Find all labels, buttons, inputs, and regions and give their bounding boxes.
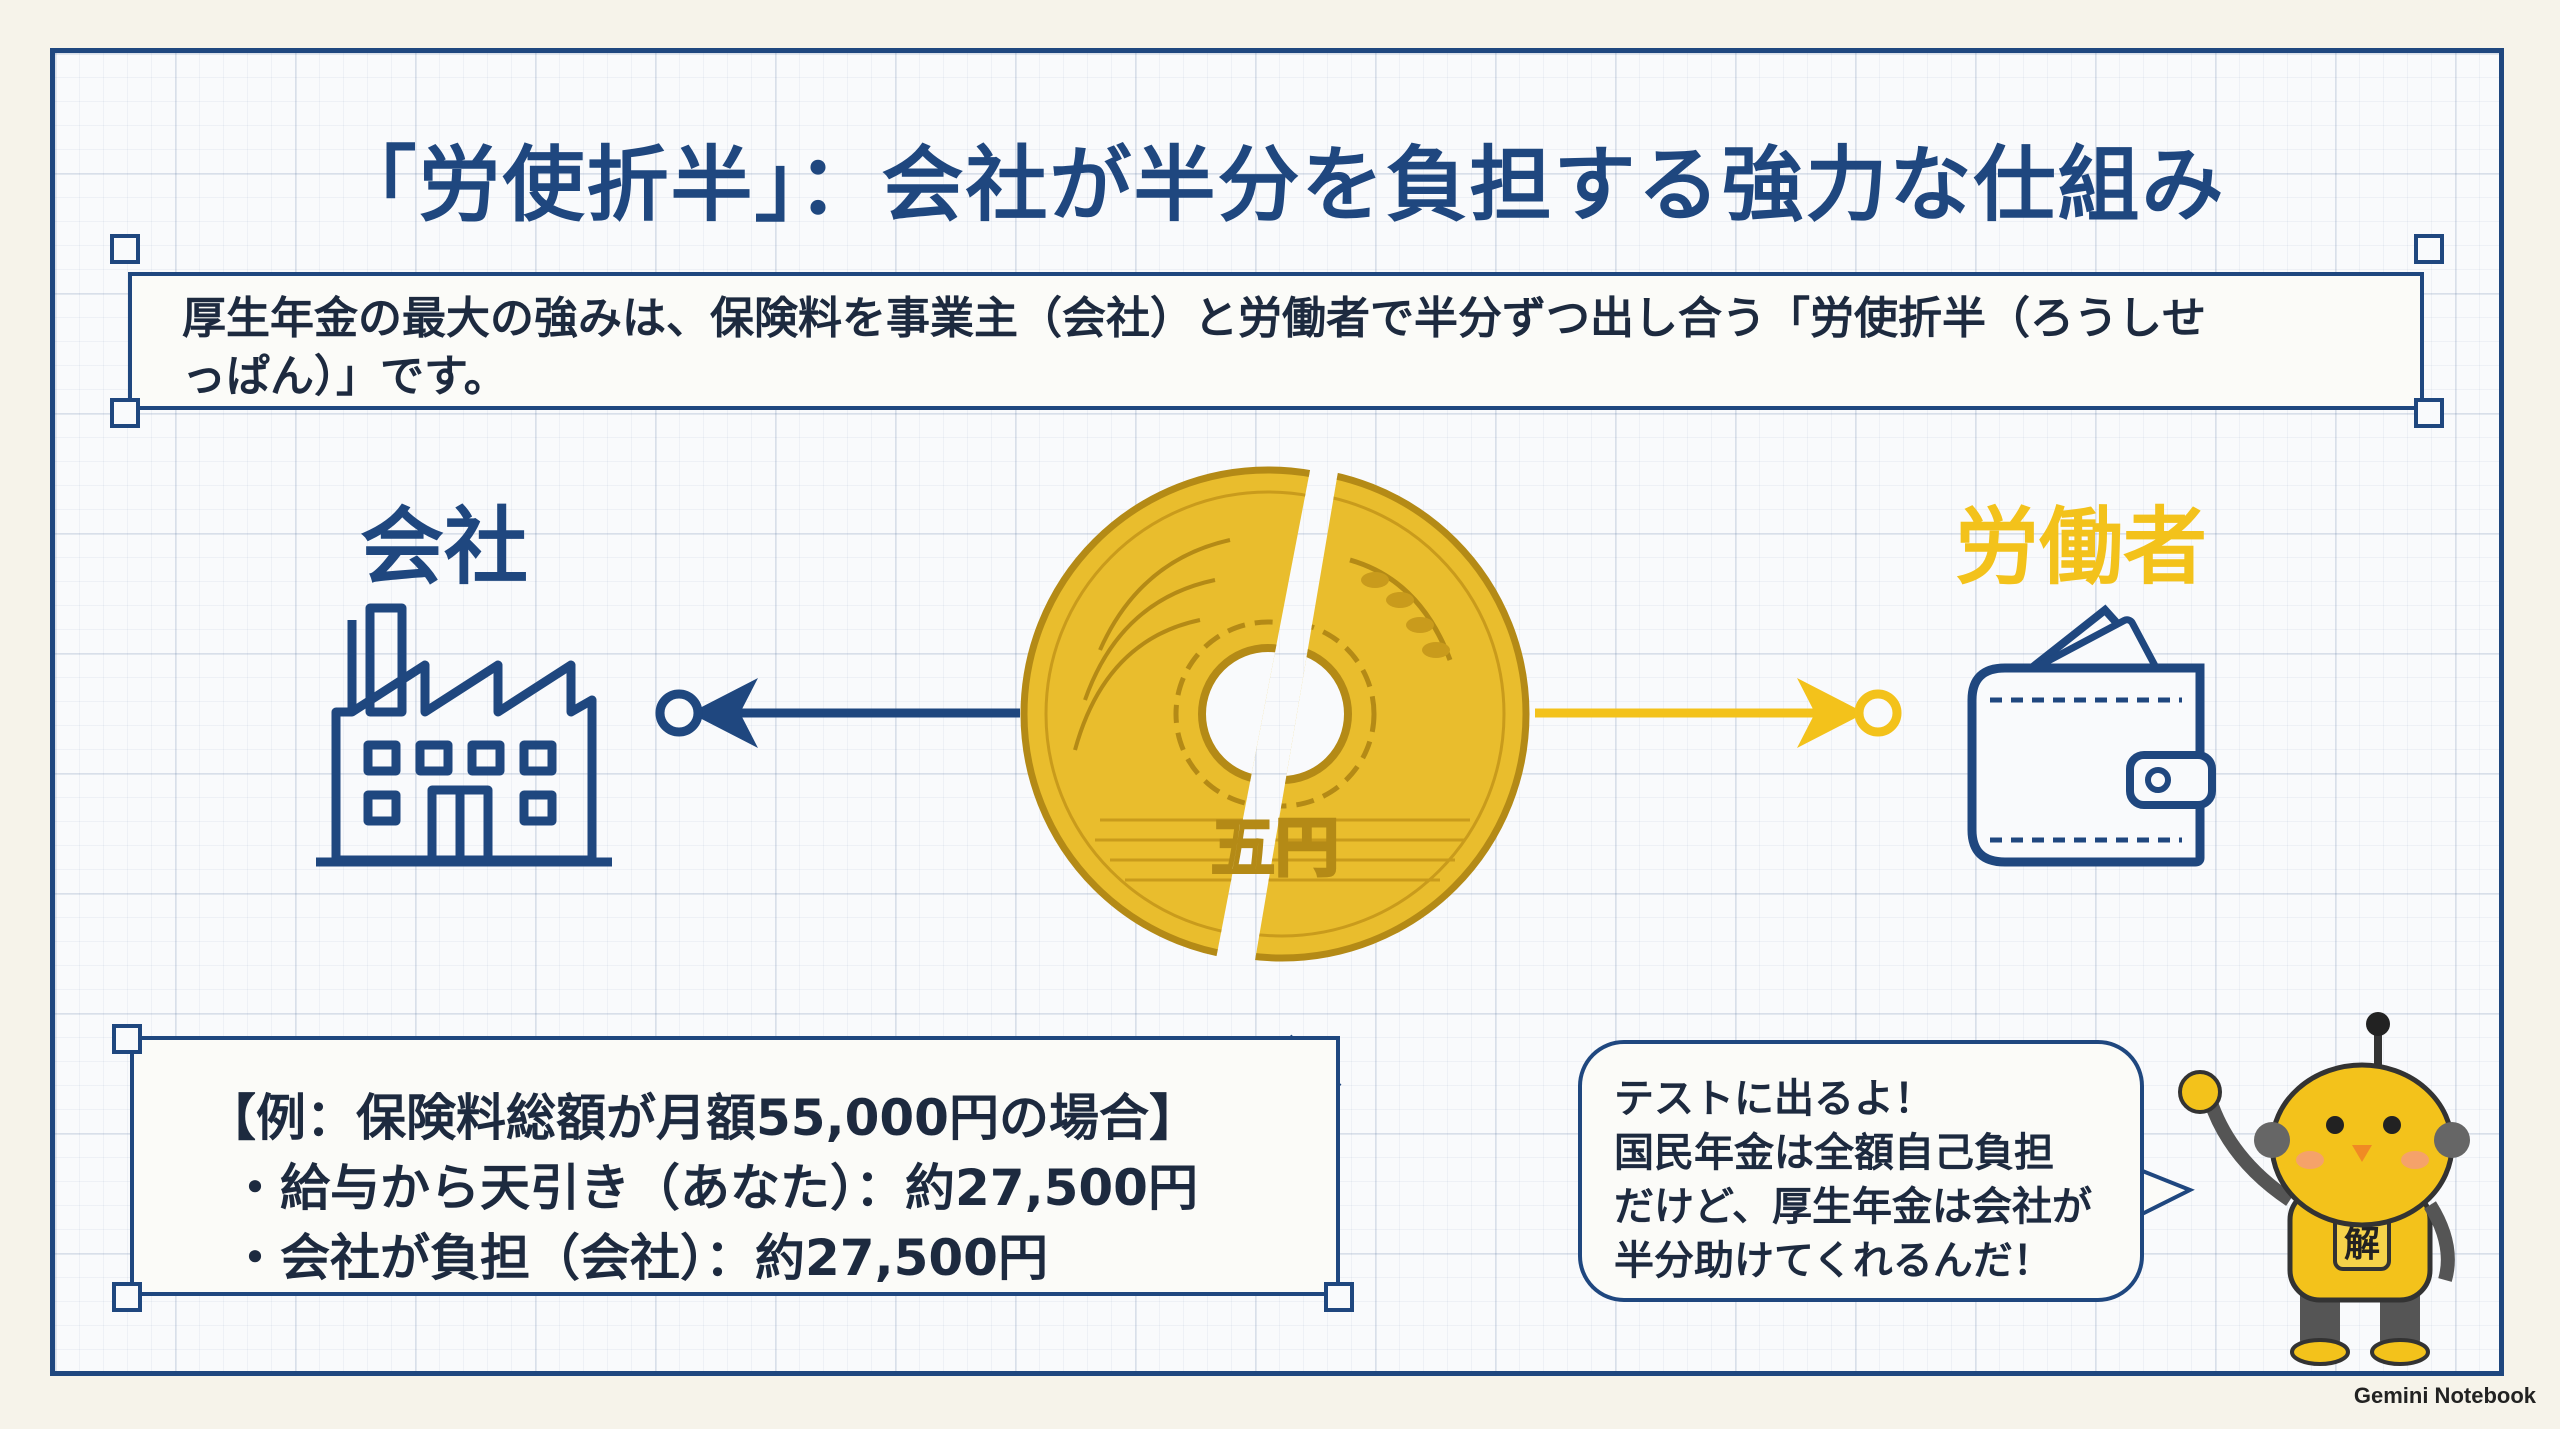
bubble-line-3: だけど、厚生年金は会社が <box>1614 1184 2092 1230</box>
factory-icon <box>316 603 612 867</box>
bubble-line-1: テストに出るよ！ <box>1614 1076 1934 1122</box>
corner-bracket <box>112 1024 142 1054</box>
corner-bracket <box>2414 234 2444 264</box>
gemini-notebook-logo: Gemini Notebook <box>2353 1383 2536 1408</box>
corner-bracket <box>110 398 140 428</box>
bubble-line-4: 半分助けてくれるんだ！ <box>1614 1238 2053 1284</box>
page-title: 「労使折半」：会社が半分を負担する強力な仕組み <box>334 138 2226 233</box>
intro-box: 厚生年金の最大の強みは、保険料を事業主（会社）と労働者で半分ずつ出し合う「労使折… <box>128 272 2424 410</box>
five-yen-coin-icon: 五円 <box>1020 466 1530 962</box>
coin-inscription: 五円 <box>1211 812 1339 886</box>
mascot-robot-icon: 解 <box>2178 1012 2470 1366</box>
arrow-to-worker <box>1535 678 1902 748</box>
bubble-tail <box>2139 1168 2195 1217</box>
wallet-icon <box>1967 604 2216 867</box>
example-item-salary: ・給与から天引き（あなた）：約27,500円 <box>230 1159 1198 1217</box>
example-item-company: ・会社が負担（会社）：約27,500円 <box>230 1229 1048 1287</box>
bubble-line-2: 国民年金は全額自己負担 <box>1614 1130 2054 1176</box>
corner-bracket <box>1324 1282 1354 1312</box>
speech-bubble: テストに出るよ！ 国民年金は全額自己負担 だけど、厚生年金は会社が 半分助けてく… <box>1578 1040 2144 1302</box>
example-title: 【例：保険料総額が月額55,000円の場合】 <box>206 1089 1199 1147</box>
intro-text: 厚生年金の最大の強みは、保険料を事業主（会社）と労働者で半分ずつ出し合う「労使折… <box>182 290 2392 406</box>
company-label: 会社 <box>360 498 529 596</box>
corner-bracket <box>2414 398 2444 428</box>
arrow-to-company <box>655 678 1020 748</box>
worker-label: 労働者 <box>1955 498 2208 596</box>
intro-line-2: っぱん）」です。 <box>182 351 508 402</box>
corner-bracket <box>110 234 140 264</box>
corner-bracket <box>112 1282 142 1312</box>
intro-line-1: 厚生年金の最大の強みは、保険料を事業主（会社）と労働者で半分ずつ出し合う「労使折… <box>182 293 2206 344</box>
example-box: 【例：保険料総額が月額55,000円の場合】 ・給与から天引き（あなた）：約27… <box>130 1036 1340 1296</box>
mascot-badge: 解 <box>2344 1224 2380 1265</box>
